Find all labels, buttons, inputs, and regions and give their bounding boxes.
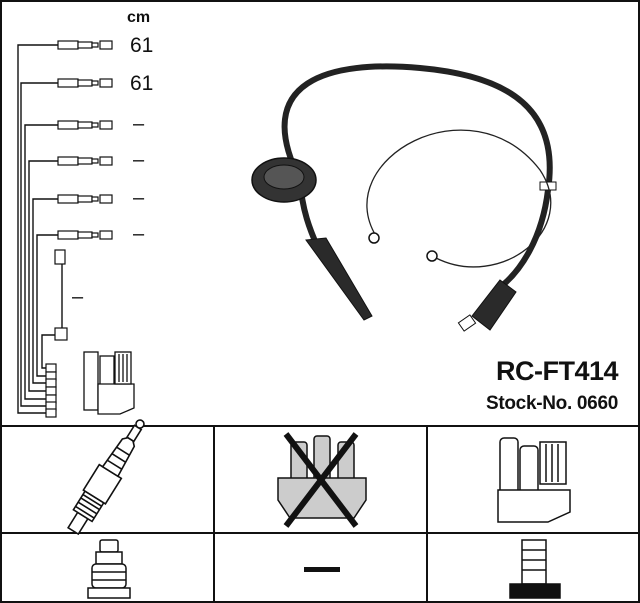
stock-number: Stock-No. 0660 (485, 393, 618, 414)
model-number: RC-FT414 (495, 356, 619, 386)
middle-cell-dash (304, 567, 340, 572)
wire-connectors (45, 40, 113, 418)
wire-5-length: – (133, 187, 145, 209)
wire-6-length: – (133, 223, 145, 245)
coil-connector-icon (509, 539, 561, 599)
wire-2-length: 61 (130, 72, 154, 95)
connector-2 (57, 78, 113, 88)
connector-6 (57, 230, 113, 240)
coil-lead-length: – (72, 286, 84, 308)
unit-label: cm (127, 9, 151, 26)
small-coil-icon (83, 351, 135, 415)
bottom-terminals (45, 363, 57, 418)
plug-connector-icon (87, 539, 131, 599)
main-cable-drawing (251, 63, 557, 332)
distributor-cap-crossed-icon (277, 432, 367, 528)
wire-4-length: – (133, 149, 145, 171)
wire-3-length: – (133, 113, 145, 135)
wire-1-length: 61 (130, 34, 154, 57)
ignition-coil-icon (497, 437, 571, 523)
connector-4 (57, 156, 113, 166)
connector-1 (57, 40, 113, 50)
connector-3 (57, 120, 113, 130)
wire-bracket-diagram (17, 44, 63, 414)
coil-lead-connector (54, 249, 68, 341)
spark-plug-icon (67, 419, 145, 536)
connector-5 (57, 194, 113, 204)
